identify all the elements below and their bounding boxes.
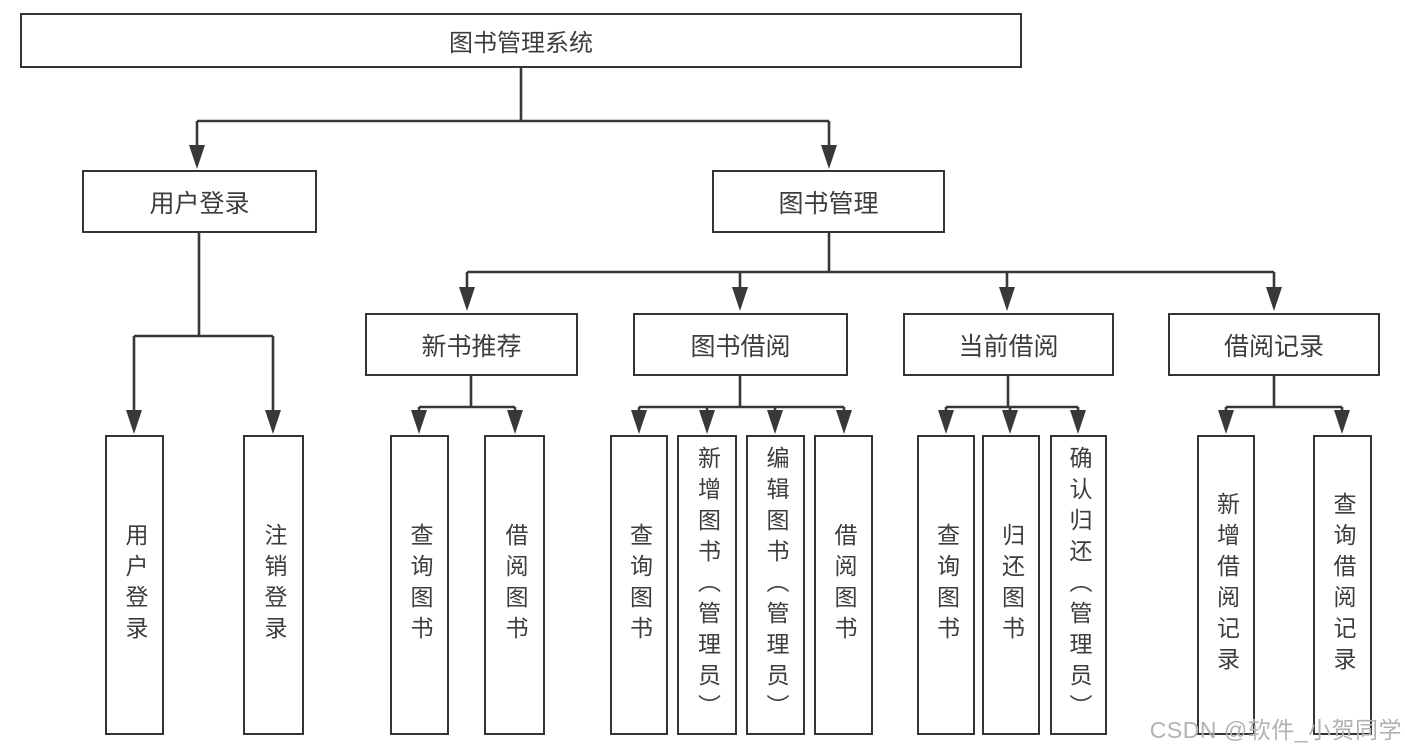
connector-book-management-children bbox=[459, 233, 1282, 311]
connector-current-borrowing-children bbox=[938, 376, 1086, 434]
arrowhead bbox=[732, 287, 748, 311]
leaf-current-return: 归还图书 bbox=[982, 435, 1040, 735]
node-new-books: 新书推荐 bbox=[365, 313, 578, 376]
node-new-books-label: 新书推荐 bbox=[421, 332, 522, 361]
leaf-borrowing-borrow-label: 借阅图书 bbox=[831, 523, 857, 647]
arrowhead bbox=[767, 410, 783, 434]
connector-book-borrowing-children bbox=[631, 376, 852, 434]
arrowhead bbox=[411, 410, 427, 434]
arrowhead bbox=[1266, 287, 1282, 311]
node-user-login-label: 用户登录 bbox=[149, 189, 250, 218]
arrowhead bbox=[836, 410, 852, 434]
leaf-records-add: 新增借阅记录 bbox=[1197, 435, 1255, 735]
node-book-management-label: 图书管理 bbox=[778, 189, 879, 218]
connector-root-to-level1 bbox=[189, 68, 837, 169]
arrowhead bbox=[821, 145, 837, 169]
node-borrowing-records: 借阅记录 bbox=[1168, 313, 1380, 376]
connector-new-books-children bbox=[411, 376, 523, 434]
leaf-user-login-label: 用户登录 bbox=[122, 523, 148, 647]
arrowhead bbox=[265, 410, 281, 434]
leaf-records-query: 查询借阅记录 bbox=[1313, 435, 1372, 735]
arrowhead bbox=[1070, 410, 1086, 434]
arrowhead bbox=[999, 287, 1015, 311]
node-borrowing-records-label: 借阅记录 bbox=[1223, 332, 1324, 361]
leaf-borrowing-borrow: 借阅图书 bbox=[814, 435, 873, 735]
leaf-newbooks-borrow: 借阅图书 bbox=[484, 435, 545, 735]
node-book-borrowing-label: 图书借阅 bbox=[690, 332, 791, 361]
leaf-newbooks-query: 查询图书 bbox=[390, 435, 449, 735]
leaf-newbooks-query-label: 查询图书 bbox=[407, 523, 433, 647]
leaf-borrowing-add-admin: 新增图书（管理员） bbox=[677, 435, 737, 735]
watermark: CSDN @软件_小贺同学 bbox=[1149, 717, 1402, 743]
leaf-newbooks-borrow-label: 借阅图书 bbox=[502, 523, 528, 647]
leaf-borrowing-edit-admin-label: 编辑图书（管理员） bbox=[763, 445, 789, 725]
arrowhead bbox=[699, 410, 715, 434]
node-book-management: 图书管理 bbox=[712, 170, 945, 233]
leaf-borrowing-add-admin-label: 新增图书（管理员） bbox=[694, 445, 721, 725]
node-book-borrowing: 图书借阅 bbox=[633, 313, 848, 376]
arrowhead bbox=[1002, 410, 1018, 434]
leaf-borrowing-query-label: 查询图书 bbox=[626, 523, 653, 647]
node-root-label: 图书管理系统 bbox=[449, 30, 593, 57]
node-root: 图书管理系统 bbox=[20, 13, 1022, 68]
leaf-borrowing-edit-admin: 编辑图书（管理员） bbox=[746, 435, 805, 735]
arrowhead bbox=[938, 410, 954, 434]
leaf-current-confirm-admin: 确认归还（管理员） bbox=[1050, 435, 1107, 735]
leaf-borrowing-query: 查询图书 bbox=[610, 435, 668, 735]
leaf-logout: 注销登录 bbox=[243, 435, 304, 735]
connector-borrowing-records-children bbox=[1218, 376, 1350, 434]
leaf-records-query-label: 查询借阅记录 bbox=[1330, 492, 1356, 678]
node-current-borrowing: 当前借阅 bbox=[903, 313, 1114, 376]
arrowhead bbox=[1218, 410, 1234, 434]
arrowhead bbox=[631, 410, 647, 434]
leaf-records-add-label: 新增借阅记录 bbox=[1213, 492, 1240, 678]
connector-user-login-children bbox=[126, 233, 281, 434]
node-current-borrowing-label: 当前借阅 bbox=[958, 332, 1059, 361]
node-user-login: 用户登录 bbox=[82, 170, 317, 233]
leaf-current-query: 查询图书 bbox=[917, 435, 975, 735]
leaf-logout-label: 注销登录 bbox=[261, 523, 287, 647]
leaf-current-confirm-admin-label: 确认归还（管理员） bbox=[1066, 445, 1092, 725]
leaf-user-login: 用户登录 bbox=[105, 435, 164, 735]
leaf-current-query-label: 查询图书 bbox=[933, 523, 960, 647]
arrowhead bbox=[459, 287, 475, 311]
arrowhead bbox=[507, 410, 523, 434]
arrowhead bbox=[126, 410, 142, 434]
leaf-current-return-label: 归还图书 bbox=[998, 523, 1025, 647]
arrowhead bbox=[189, 145, 205, 169]
arrowhead bbox=[1334, 410, 1350, 434]
